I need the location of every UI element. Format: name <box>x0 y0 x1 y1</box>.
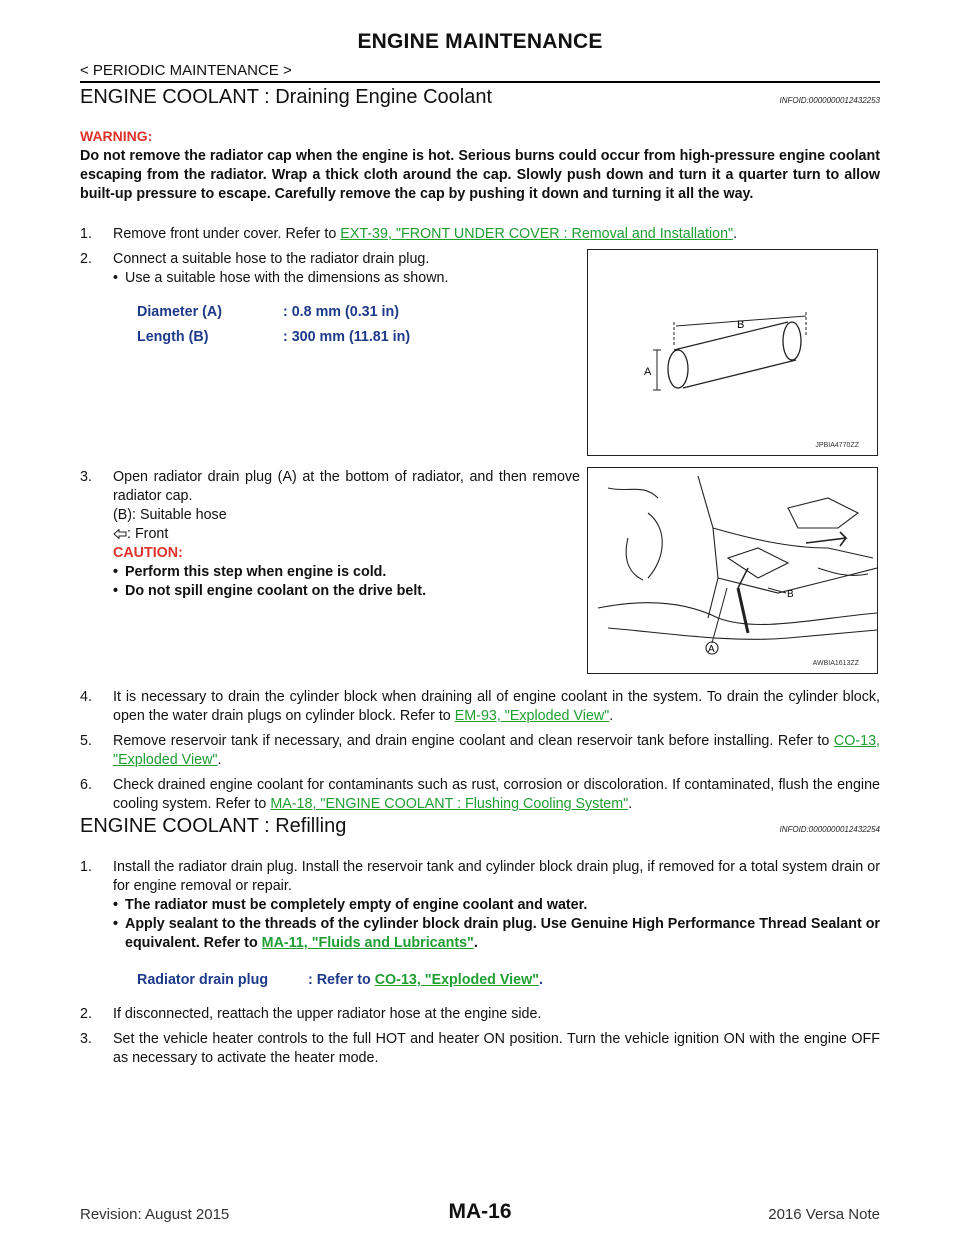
step-number: 2. <box>80 1006 92 1022</box>
step-text: It is necessary to drain the cylinder bl… <box>113 689 880 724</box>
bullet-item: •Apply sealant to the threads of the cyl… <box>113 916 880 951</box>
draining-step-4: 4. It is necessary to drain the cylinder… <box>80 688 880 726</box>
figure-radiator-drain: A B AWBIA1613ZZ <box>587 467 878 674</box>
bullet-item: •Use a suitable hose with the dimensions… <box>113 270 449 286</box>
link-ext-39[interactable]: EXT-39, "FRONT UNDER COVER : Removal and… <box>340 226 734 242</box>
link-ma-18[interactable]: MA-18, "ENGINE COOLANT : Flushing Coolin… <box>270 796 629 812</box>
spec-diameter-label: Diameter (A) <box>137 304 223 320</box>
step-number: 3. <box>80 469 92 485</box>
warning-label: WARNING: <box>80 128 153 144</box>
step-text: Install the radiator drain plug. Install… <box>113 859 880 894</box>
front-note: : Front <box>113 525 580 544</box>
step-number: 3. <box>80 1031 92 1047</box>
section-title-draining: ENGINE COOLANT : Draining Engine Coolant <box>80 86 493 108</box>
step-text: Connect a suitable hose to the radiator … <box>113 251 430 267</box>
bullet-text: Use a suitable hose with the dimensions … <box>125 270 449 286</box>
step-number: 1. <box>80 859 92 875</box>
caution-text: Do not spill engine coolant on the drive… <box>125 583 427 599</box>
figure-label-b: B <box>737 319 744 331</box>
draining-step-3: 3. Open radiator drain plug (A) at the b… <box>80 468 580 601</box>
step-end: . <box>609 708 614 724</box>
section-title-refilling: ENGINE COOLANT : Refilling <box>80 815 347 837</box>
spec-diameter-value: : 0.8 mm (0.31 in) <box>283 304 400 320</box>
caution-text: Perform this step when engine is cold. <box>125 564 387 580</box>
front-label: : Front <box>127 526 169 542</box>
figure-code: AWBIA1613ZZ <box>812 660 859 667</box>
hose-note: (B): Suitable hose <box>113 507 227 523</box>
step-number: 5. <box>80 733 92 749</box>
link-em-93[interactable]: EM-93, "Exploded View" <box>454 708 610 724</box>
hose-illustration: B A <box>644 312 807 391</box>
link-ma-11[interactable]: MA-11, "Fluids and Lubricants" <box>261 935 474 951</box>
draining-step-5: 5. Remove reservoir tank if necessary, a… <box>80 732 880 770</box>
page-title: ENGINE MAINTENANCE <box>357 30 603 53</box>
link-co-13-spec[interactable]: CO-13, "Exploded View" <box>374 972 539 988</box>
draining-step-1: 1. Remove front under cover. Refer to EX… <box>80 225 880 244</box>
warning-text: Do not remove the radiator cap when the … <box>80 148 880 202</box>
step-text: Check drained engine coolant for contami… <box>113 777 880 812</box>
figure-label-a: A <box>644 366 652 378</box>
bullet-end: . <box>473 935 478 951</box>
step-text: If disconnected, reattach the upper radi… <box>113 1006 542 1022</box>
figure-hose-dimensions: B A JPBIA4770ZZ <box>587 249 878 456</box>
spec-text: : Refer to <box>308 972 375 988</box>
refilling-step-3: 3. Set the vehicle heater controls to th… <box>80 1030 880 1068</box>
info-id-refilling: INFOID:0000000012432254 <box>779 825 880 834</box>
step-text: Remove front under cover. Refer to <box>113 226 341 242</box>
footer-page-number: MA-16 <box>448 1200 512 1223</box>
spec-length-label: Length (B) <box>137 329 209 345</box>
draining-step-2: 2. Connect a suitable hose to the radiat… <box>80 250 580 288</box>
step-end: . <box>628 796 633 812</box>
link-co-13[interactable]: CO-13, "Exploded View" <box>113 733 880 768</box>
bullet-item: •The radiator must be completely empty o… <box>113 897 588 913</box>
spec-drain-plug-value: : Refer to CO-13, "Exploded View". <box>308 972 543 988</box>
bullet-text: Apply sealant to the threads of the cyli… <box>125 916 880 951</box>
info-id-draining: INFOID:0000000012432253 <box>779 96 880 105</box>
step-text: Remove reservoir tank if necessary, and … <box>113 733 834 749</box>
header-divider <box>80 81 880 83</box>
caution-item: •Do not spill engine coolant on the driv… <box>113 583 427 599</box>
refilling-step-2: 2. If disconnected, reattach the upper r… <box>80 1005 880 1024</box>
spec-length-value: : 300 mm (11.81 in) <box>283 329 411 345</box>
breadcrumb: < PERIODIC MAINTENANCE > <box>80 62 292 79</box>
step-text: Open radiator drain plug (A) at the bott… <box>113 469 580 504</box>
figure-label-a: A <box>708 644 715 655</box>
footer-revision: Revision: August 2015 <box>80 1206 230 1223</box>
figure-code: JPBIA4770ZZ <box>815 442 859 449</box>
step-text: Set the vehicle heater controls to the f… <box>113 1031 880 1066</box>
step-number: 1. <box>80 226 92 242</box>
radiator-illustration: A B <box>597 475 877 655</box>
footer-model: 2016 Versa Note <box>768 1206 880 1223</box>
step-end: . <box>217 752 222 768</box>
step-number: 2. <box>80 251 92 267</box>
spec-end: . <box>538 972 543 988</box>
bullet-text: The radiator must be completely empty of… <box>125 897 588 913</box>
step-number: 4. <box>80 689 92 705</box>
spec-drain-plug-label: Radiator drain plug <box>137 972 269 988</box>
step-end: . <box>733 226 738 242</box>
figure-label-b: B <box>787 589 794 600</box>
step-number: 6. <box>80 777 92 793</box>
draining-step-6: 6. Check drained engine coolant for cont… <box>80 776 880 814</box>
front-arrow-icon <box>113 528 127 540</box>
caution-label: CAUTION: <box>113 545 183 561</box>
refilling-step-1: 1. Install the radiator drain plug. Inst… <box>80 858 880 953</box>
caution-item: •Perform this step when engine is cold. <box>113 564 387 580</box>
